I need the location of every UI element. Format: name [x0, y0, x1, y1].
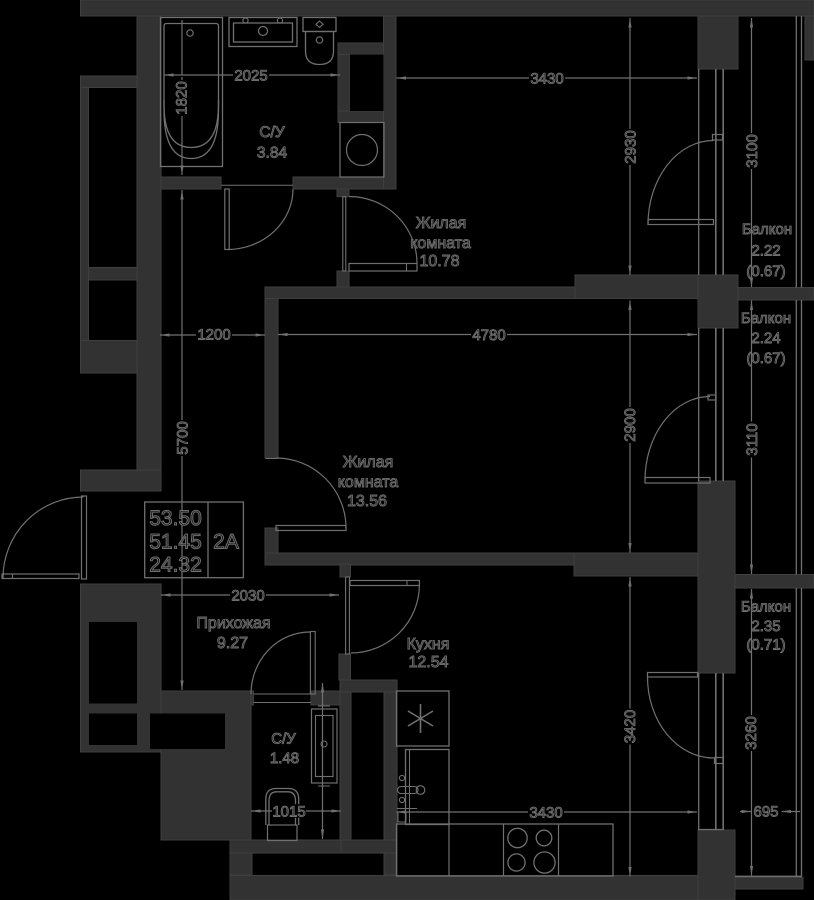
svg-text:3260: 3260: [743, 716, 760, 749]
svg-text:С/У: С/У: [259, 124, 285, 141]
svg-text:2.35: 2.35: [751, 618, 780, 635]
svg-text:1015: 1015: [272, 803, 305, 820]
svg-text:(0.67): (0.67): [746, 263, 785, 280]
svg-text:695: 695: [753, 803, 778, 820]
svg-text:2900: 2900: [622, 408, 639, 441]
svg-text:Жилая: Жилая: [343, 454, 394, 471]
svg-text:3430: 3430: [530, 70, 563, 87]
svg-text:2030: 2030: [231, 587, 264, 604]
svg-text:С/У: С/У: [271, 730, 296, 747]
svg-text:(0.71): (0.71): [746, 636, 785, 653]
svg-text:2.24: 2.24: [751, 330, 780, 347]
svg-text:1.48: 1.48: [270, 750, 299, 767]
svg-text:3110: 3110: [744, 423, 761, 455]
svg-text:3430: 3430: [529, 804, 562, 821]
svg-text:13.56: 13.56: [347, 493, 387, 510]
svg-text:10.78: 10.78: [419, 253, 459, 270]
svg-text:24.32: 24.32: [149, 554, 202, 577]
svg-text:2930: 2930: [622, 130, 639, 163]
svg-text:4780: 4780: [472, 327, 505, 344]
svg-text:5700: 5700: [174, 421, 191, 454]
svg-text:комната: комната: [338, 474, 399, 491]
svg-text:Балкон: Балкон: [741, 598, 791, 615]
svg-text:51.45: 51.45: [149, 531, 202, 554]
svg-text:комната: комната: [410, 235, 471, 252]
svg-text:3420: 3420: [622, 710, 639, 743]
svg-text:2А: 2А: [213, 531, 239, 554]
svg-text:2.22: 2.22: [751, 242, 780, 259]
svg-text:53.50: 53.50: [149, 507, 202, 530]
svg-text:Кухня: Кухня: [407, 636, 450, 653]
svg-text:12.54: 12.54: [408, 654, 448, 671]
svg-text:1820: 1820: [173, 81, 190, 114]
svg-text:Прихожая: Прихожая: [196, 615, 270, 632]
svg-text:2025: 2025: [234, 67, 267, 84]
svg-text:Жилая: Жилая: [416, 215, 467, 232]
svg-text:3100: 3100: [744, 134, 761, 167]
svg-text:3.84: 3.84: [257, 145, 288, 162]
svg-text:9.27: 9.27: [217, 635, 248, 652]
svg-text:(0.67): (0.67): [746, 350, 785, 367]
svg-text:1200: 1200: [197, 326, 230, 343]
svg-text:Балкон: Балкон: [741, 310, 791, 327]
svg-text:Балкон: Балкон: [742, 221, 792, 238]
